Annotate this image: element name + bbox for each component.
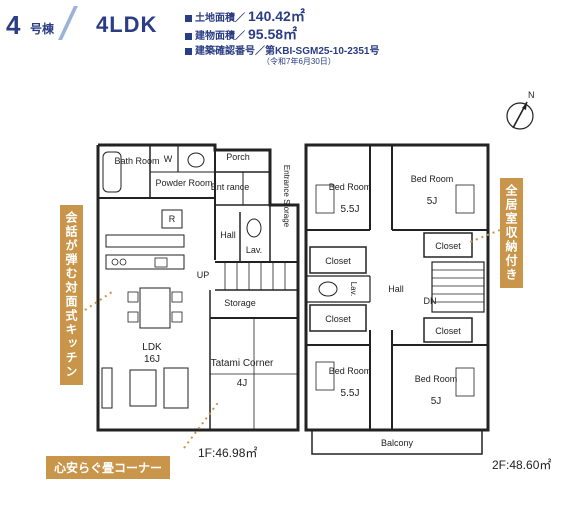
floor2-plan <box>304 143 490 455</box>
room-label-bed3: Bed Room <box>329 366 372 376</box>
room-size-tatami: 4J <box>237 378 248 389</box>
floor-area-label: 建物面積／ <box>195 31 245 42</box>
permit-value: 第KBI-SGM25-10-2351号 <box>265 46 380 57</box>
room-label-bed4: Bed Room <box>415 374 458 384</box>
callout-kitchen: 会話が弾む対面式キッチン <box>60 205 83 385</box>
room-label-balcony: Balcony <box>381 438 414 448</box>
room-label-entrance-storage: Entrance Storage <box>282 165 291 228</box>
room-label-entrance: Ent rance <box>211 182 250 192</box>
room-label-ldk: LDK <box>142 342 162 353</box>
room-label-porch: Porch <box>226 152 250 162</box>
room-label-hall-1f: Hall <box>220 230 236 240</box>
callout-storage: 全居室収納付き <box>500 178 523 288</box>
room-size-bed2: 5J <box>427 196 438 207</box>
north-arrow-icon: N <box>506 90 535 130</box>
room-label-w: W <box>164 154 173 164</box>
room-label-bed1: Bed Room <box>329 182 372 192</box>
room-label-bath: Bath Room <box>114 156 159 166</box>
room-size-bed1: 5.5J <box>341 204 360 215</box>
room-label-bed2: Bed Room <box>411 174 454 184</box>
building-unit: 号棟 <box>30 22 55 36</box>
callout-tatami: 心安らぐ畳コーナー <box>46 456 171 479</box>
building-number: 4 <box>6 10 21 40</box>
room-label-dn: DN <box>424 296 437 306</box>
room-label-tatami: Tatami Corner <box>211 358 274 369</box>
room-size-bed3: 5.5J <box>341 388 360 399</box>
plan-type: 4LDK <box>96 12 158 37</box>
room-label-closet2: Closet <box>325 314 351 324</box>
room-label-lav-2f: Lav. <box>349 282 358 297</box>
land-area-value: 140.42㎡ <box>248 8 305 24</box>
permit-date: （令和7年6月30日） <box>262 57 336 66</box>
room-label-storage: Storage <box>224 298 256 308</box>
permit: 建築確認番号／第KBI-SGM25-10-2351号 <box>185 42 379 57</box>
floor2-area: 2F:48.60㎡ <box>492 458 552 472</box>
bullet-icon <box>185 32 192 40</box>
compass-label: N <box>528 90 535 100</box>
room-label-closet3: Closet <box>435 241 461 251</box>
floor1-plan <box>96 143 300 432</box>
room-size-bed4: 5J <box>431 396 442 407</box>
floor-area: 建物面積／95.58㎡ <box>185 24 297 44</box>
room-label-closet1: Closet <box>325 256 351 266</box>
floor-area-value: 95.58㎡ <box>248 26 298 42</box>
floor1-area: 1F:46.98㎡ <box>198 446 258 460</box>
land-area-label: 土地面積／ <box>195 13 245 24</box>
room-label-lav-1f: Lav. <box>246 245 262 255</box>
room-label-closet4: Closet <box>435 326 461 336</box>
room-size-ldk: 16J <box>144 354 160 365</box>
room-label-powder: Powder Room <box>155 178 212 188</box>
room-label-up: UP <box>197 270 210 280</box>
bullet-icon <box>185 47 192 55</box>
bullet-icon <box>185 14 192 22</box>
permit-label: 建築確認番号／ <box>195 46 265 57</box>
room-label-hall-2f: Hall <box>388 284 404 294</box>
room-label-r: R <box>169 214 176 224</box>
land-area: 土地面積／140.42㎡ <box>185 6 305 26</box>
